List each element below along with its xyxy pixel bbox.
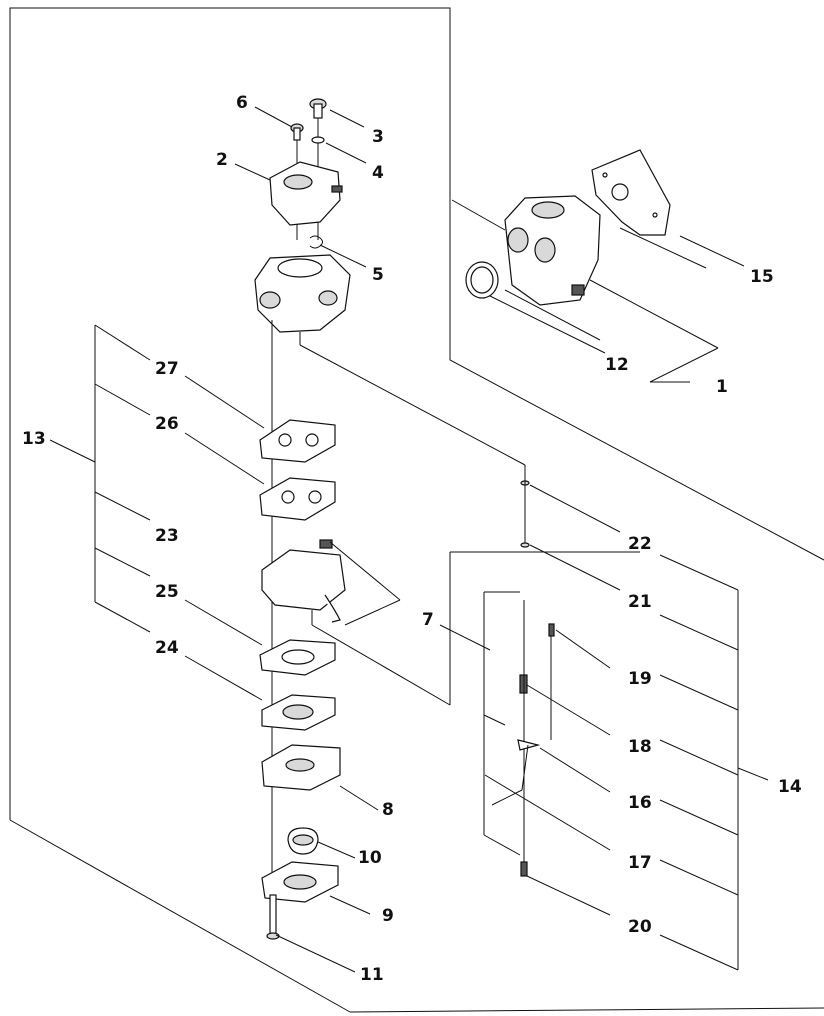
callout-labels: 6 3 4 2 5 15 12 1 27 26 13 23 25 24 22 2… xyxy=(22,93,802,985)
callout-2: 2 xyxy=(216,150,228,170)
throttle-body-part xyxy=(269,161,343,226)
carburetor-body-part xyxy=(254,254,351,333)
callout-19: 19 xyxy=(628,669,652,689)
assembly-inset-lines xyxy=(451,199,719,383)
callout-13: 13 xyxy=(22,429,46,449)
spring-part xyxy=(309,235,323,249)
callout-10: 10 xyxy=(358,848,382,868)
callout-1: 1 xyxy=(716,377,728,397)
callout-17: 17 xyxy=(628,853,652,873)
callout-22: 22 xyxy=(628,534,652,554)
callout-26: 26 xyxy=(155,414,179,434)
callout-21: 21 xyxy=(628,592,652,612)
callout-20: 20 xyxy=(628,917,652,937)
callout-12: 12 xyxy=(605,355,629,375)
callout-16: 16 xyxy=(628,793,652,813)
boundary-lines xyxy=(9,7,824,1013)
top-parts xyxy=(254,98,351,930)
washer-part xyxy=(311,136,325,144)
callout-18: 18 xyxy=(628,737,652,757)
callout-23: 23 xyxy=(155,526,179,546)
callout-3: 3 xyxy=(372,127,384,147)
callout-7: 7 xyxy=(422,610,434,630)
callout-27: 27 xyxy=(155,359,179,379)
callout-24: 24 xyxy=(155,638,179,658)
gasket-stack xyxy=(259,419,346,940)
callout-14: 14 xyxy=(778,777,802,797)
callout-6: 6 xyxy=(236,93,248,113)
needle-assembly-part xyxy=(491,600,555,877)
callout-8: 8 xyxy=(382,800,394,820)
carburetor-assembly-part xyxy=(504,195,601,306)
callout-9: 9 xyxy=(382,906,394,926)
callout-5: 5 xyxy=(372,265,384,285)
leader-lines xyxy=(49,106,769,973)
callout-25: 25 xyxy=(155,582,179,602)
flange-gasket-part xyxy=(591,149,671,236)
callout-4: 4 xyxy=(372,163,384,183)
callout-15: 15 xyxy=(750,267,774,287)
callout-11: 11 xyxy=(360,965,384,985)
